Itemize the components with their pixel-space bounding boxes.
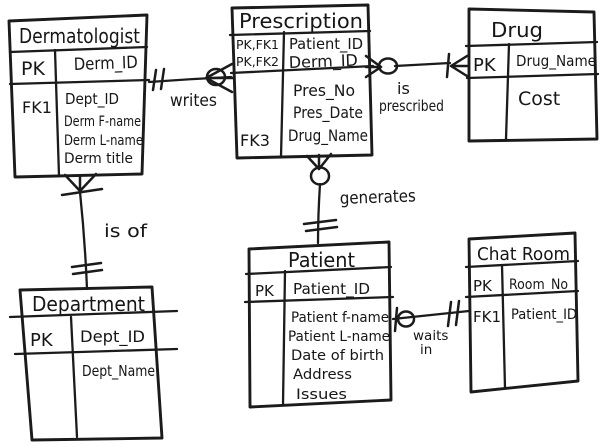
relationship-is-of: is of: [60, 172, 148, 291]
attribute-label: Dept_Name: [82, 362, 155, 381]
entity-box: [247, 240, 393, 409]
row-divider: [464, 259, 580, 269]
relationship-generates: generates: [302, 152, 416, 245]
column-divider: [53, 48, 61, 178]
attribute-label: Drug_Name: [516, 52, 596, 71]
entity-title: Prescription: [239, 9, 363, 33]
entity-prescription: Prescription PK,FK1 PK,FK2 Patient_ID De…: [228, 3, 375, 160]
zero-circle-icon: [205, 67, 227, 87]
row-divider: [229, 64, 375, 75]
attribute-label: Patient_ID: [511, 307, 577, 323]
relationship-line: [78, 190, 89, 291]
relationship-label: prescribed: [379, 97, 444, 115]
row-divider: [244, 265, 393, 276]
attribute-label: Derm F-name: [64, 114, 141, 130]
relationship-label: generates: [339, 186, 416, 209]
key-label: FK3: [240, 131, 270, 150]
entity-drug: Drug PK Drug_Name Cost: [464, 7, 600, 143]
row-divider: [464, 40, 599, 48]
zero-circle-icon: [377, 57, 399, 75]
key-label: FK1: [473, 308, 501, 326]
row-divider: [8, 45, 149, 54]
relationship-label: waits: [413, 328, 448, 344]
relationship-line: [393, 61, 452, 68]
attribute-label: Patient f-name: [291, 310, 389, 326]
entity-dermatologist: Dermatologist PK Derm_ID FK1 Dept_ID Der…: [7, 13, 151, 179]
zero-circle-icon: [396, 310, 416, 328]
double-tick-icon: [70, 261, 104, 276]
relationship-label: writes: [170, 91, 217, 111]
crow-foot-icon: [449, 54, 469, 78]
one-tick-icon: [445, 52, 451, 79]
column-divider: [281, 269, 287, 407]
relationship-waits-in: waits in: [391, 299, 471, 358]
attribute-label: Derm L-name: [64, 133, 143, 149]
attribute-label: Pres_Date: [293, 103, 363, 123]
relationship-writes: writes: [147, 62, 235, 111]
double-tick-icon: [302, 218, 339, 233]
attribute-label: Derm_ID: [73, 53, 138, 75]
row-divider: [243, 295, 395, 304]
row-divider: [8, 309, 179, 319]
row-divider: [228, 29, 372, 37]
relationship-line: [316, 182, 322, 245]
key-label: PK: [21, 58, 45, 80]
attribute-label: Issues: [296, 387, 347, 403]
entity-department: Department PK Dept_ID Dept_Name: [8, 285, 179, 442]
entity-patient: Patient PK Patient_ID Patient f-name Pat…: [243, 240, 395, 409]
attribute-label: Patient_ID: [289, 35, 363, 54]
relationship-label: is: [397, 79, 410, 98]
entity-box: [18, 285, 164, 442]
attribute-label: Patient L-name: [288, 329, 390, 345]
row-divider: [8, 78, 151, 86]
key-label: PK,FK2: [236, 54, 279, 69]
entity-box: [467, 7, 599, 143]
key-label: PK: [473, 277, 493, 295]
entity-title: Department: [32, 292, 145, 316]
attribute-label: Address: [293, 367, 352, 383]
row-divider: [465, 72, 600, 80]
attribute-label: Cost: [518, 88, 560, 110]
row-divider: [13, 347, 179, 356]
entity-title: Dermatologist: [19, 24, 140, 48]
crow-foot-icon: [63, 172, 98, 193]
entity-title: Patient: [288, 248, 355, 272]
zero-circle-icon: [309, 166, 331, 186]
key-label: PK,FK1: [236, 37, 279, 52]
key-label: FK1: [22, 98, 52, 117]
one-tick-icon: [151, 67, 166, 92]
column-divider: [500, 263, 507, 390]
key-label: PK: [473, 55, 497, 76]
key-label: PK: [255, 282, 275, 300]
attribute-label: Date of birth: [291, 348, 384, 364]
entity-title: Chat Room: [477, 244, 570, 265]
entity-title: Drug: [491, 18, 543, 42]
column-divider: [504, 42, 511, 141]
attribute-label: Pres_No: [293, 81, 355, 101]
attribute-label: Derm title: [64, 151, 133, 167]
entity-box: [467, 231, 580, 394]
key-label: PK: [30, 330, 54, 351]
attribute-label: Dept_ID: [65, 90, 119, 109]
attribute-label: Drug_Name: [288, 126, 368, 146]
column-divider: [279, 30, 286, 159]
one-tick-icon: [393, 306, 399, 333]
double-tick-icon: [446, 299, 461, 328]
row-divider: [464, 289, 580, 299]
column-divider: [69, 315, 79, 439]
relationship-label: in: [420, 342, 432, 358]
relationship-label: is of: [104, 221, 148, 242]
one-tick-icon: [60, 187, 104, 197]
attribute-label: Dept_ID: [80, 327, 145, 347]
attribute-label: Patient_ID: [293, 280, 370, 299]
relationship-is-prescribed: is prescribed: [364, 52, 469, 115]
entity-box: [7, 13, 149, 179]
attribute-label: Derm_ID: [288, 51, 358, 73]
attribute-label: Room_No: [509, 277, 568, 293]
entity-box: [230, 3, 374, 160]
entity-chat-room: Chat Room PK Room_No FK1 Patient_ID: [464, 231, 580, 394]
